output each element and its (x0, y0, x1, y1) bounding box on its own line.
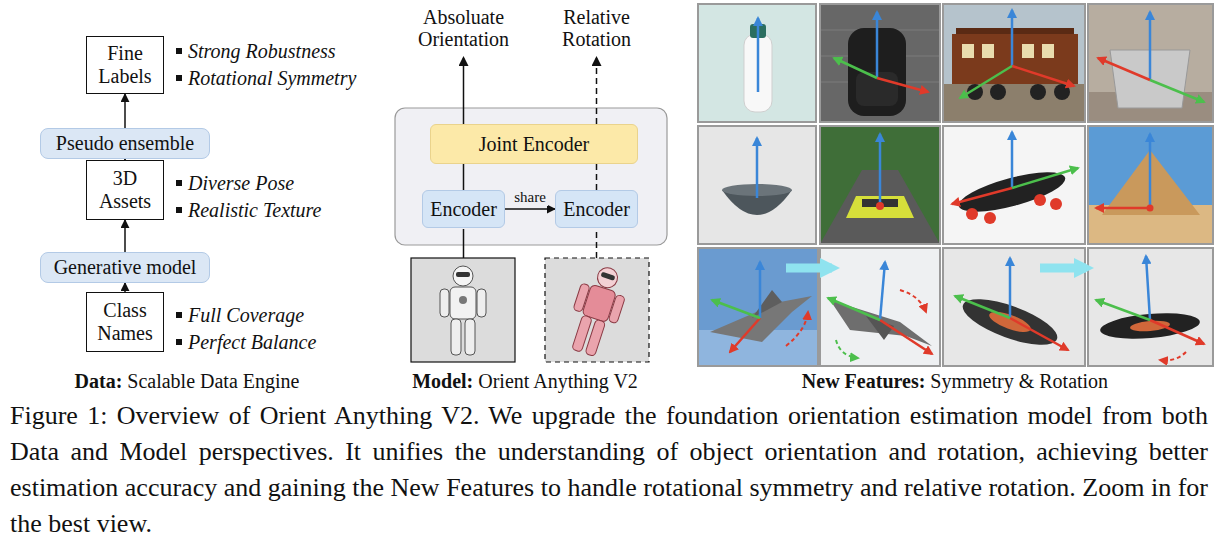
panel-title-bold: New Features: (802, 370, 925, 392)
panel-title-bold: Model: (412, 370, 473, 392)
process-pill: Generative model (40, 252, 210, 283)
edge-label: share (512, 189, 548, 206)
joint-encoder-box: Joint Encoder (430, 124, 638, 164)
panel-title-text: Symmetry & Rotation (930, 370, 1108, 392)
feature-note: Full Coverage (188, 303, 304, 327)
flow-arrow (124, 220, 126, 252)
feature-note: Diverse Pose (188, 171, 294, 195)
stage-box: Fine Labels (86, 36, 164, 94)
panel-title-bold: Data: (75, 370, 123, 392)
feature-note: Realistic Texture (188, 198, 322, 222)
node-text: Joint Encoder (479, 133, 590, 156)
panel-title: Data:Scalable Data Engine (75, 369, 300, 393)
panel-title: New Features:Symmetry & Rotation (802, 369, 1108, 393)
node-text: Generative model (54, 256, 197, 279)
output-label: Absoluate Orientation (409, 6, 519, 50)
figure-caption: Figure 1: Overview of Orient Anything V2… (10, 398, 1208, 542)
node-text: Encoder (430, 198, 497, 221)
flow-arrow (463, 164, 465, 190)
flow-arrow (124, 283, 126, 292)
stage-box: 3D Assets (86, 160, 164, 220)
stage-box: Class Names (86, 292, 164, 352)
panel-title: Model:Orient Anything V2 (412, 369, 638, 393)
node-text: Encoder (563, 198, 630, 221)
feature-note: Perfect Balance (188, 330, 316, 354)
feature-note: Strong Robustness (188, 39, 336, 63)
node-text: Class Names (91, 299, 159, 345)
panel-title-text: Scalable Data Engine (127, 370, 299, 392)
output-label: Relative Rotation (542, 6, 652, 50)
flow-arrow (505, 208, 555, 210)
encoder-box: Encoder (422, 190, 505, 228)
feature-note: Rotational Symmetry (188, 66, 356, 90)
flow-arrow (596, 164, 598, 190)
node-text: 3D Assets (91, 167, 159, 213)
encoder-box: Encoder (555, 190, 638, 228)
flow-arrow (124, 94, 126, 128)
process-pill: Pseudo ensemble (40, 128, 210, 159)
node-text: Pseudo ensemble (56, 132, 194, 155)
panel-title-text: Orient Anything V2 (478, 370, 638, 392)
node-text: Fine Labels (91, 42, 159, 88)
